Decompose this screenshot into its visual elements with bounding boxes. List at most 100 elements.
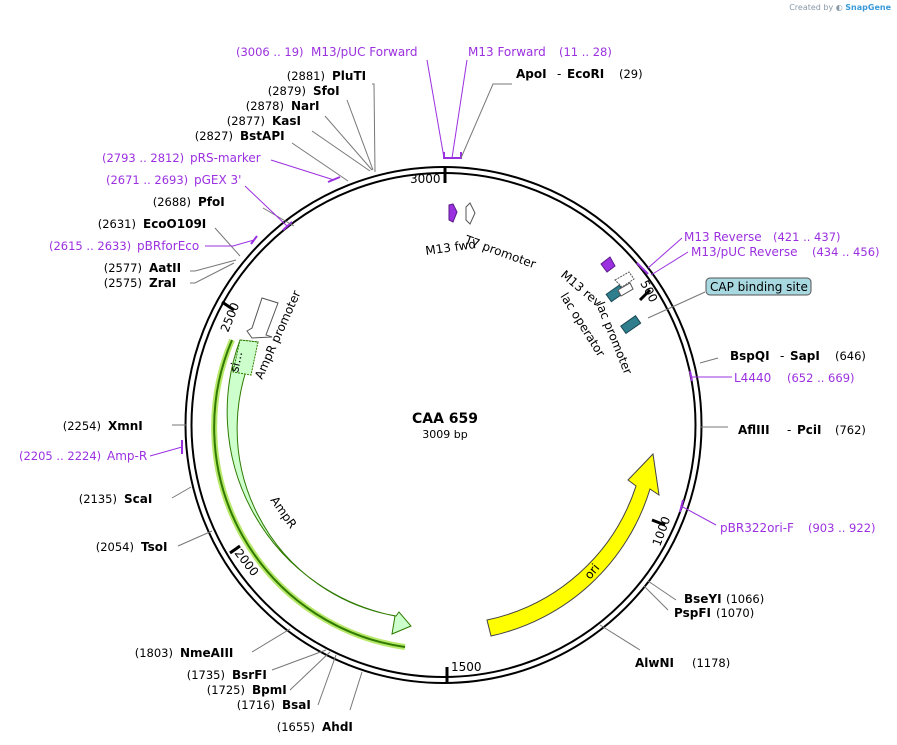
- site-aatii: AatII: [149, 261, 181, 275]
- tick-mark-2500: [221, 300, 235, 312]
- site-afliii: AflIII: [738, 423, 770, 437]
- site-pspfi: PspFI: [674, 606, 711, 620]
- site-apoi: ApoI: [516, 67, 547, 81]
- primer-leader-lines: [149, 59, 732, 526]
- svg-text:(2879): (2879): [268, 84, 306, 98]
- svg-text:(1735): (1735): [187, 668, 225, 682]
- m13-fwd-feature: [448, 203, 458, 223]
- svg-text:(2827): (2827): [195, 129, 233, 143]
- site-bsrfi: BsrFI: [232, 668, 267, 682]
- site-bpmi: BpmI: [252, 683, 287, 697]
- svg-text:(1066): (1066): [726, 592, 764, 606]
- svg-text:(2205 .. 2224): (2205 .. 2224): [19, 449, 101, 463]
- site-bspqi: BspQI: [730, 349, 770, 363]
- svg-text:(434 .. 456): (434 .. 456): [812, 245, 880, 259]
- site-tsoi: TsoI: [141, 540, 167, 554]
- svg-text:(762): (762): [835, 423, 866, 437]
- site-pcii: PciI: [797, 423, 822, 437]
- site-nmeaiii: NmeAIII: [180, 646, 233, 660]
- lac-promoter-feature: [614, 271, 635, 288]
- site-zrai: ZraI: [149, 276, 176, 290]
- ampr-promoter-feature: [246, 297, 279, 339]
- svg-text:(903 .. 922): (903 .. 922): [808, 521, 876, 535]
- plasmid-name: CAA 659: [412, 411, 478, 427]
- signal-label: si...: [227, 350, 245, 373]
- primer-m13-reverse: M13 Reverse: [684, 230, 762, 244]
- tick-mark-1000: [651, 518, 666, 527]
- site-bseyi: BseYI: [684, 592, 722, 606]
- svg-text:(1655): (1655): [277, 720, 315, 734]
- t7-promoter-label: T7 promoter: [462, 232, 538, 271]
- svg-text:(29): (29): [619, 67, 643, 81]
- primer-amp-r: Amp-R: [107, 449, 147, 463]
- svg-text:(646): (646): [835, 349, 866, 363]
- svg-text:(2615 .. 2633): (2615 .. 2633): [49, 239, 131, 253]
- site-alwni: AlwNI: [635, 656, 674, 670]
- svg-text:-: -: [780, 349, 784, 363]
- site-ecori: EcoRI: [567, 67, 604, 81]
- site-nari: NarI: [291, 99, 320, 113]
- site-labels-right: BspQI - SapI (646) AflIII - PciI (762) B…: [635, 349, 866, 670]
- cap-site-feature: [620, 315, 642, 335]
- site-kasi: KasI: [272, 114, 301, 128]
- ampr-feature: [226, 339, 412, 635]
- svg-text:(11 .. 28): (11 .. 28): [559, 45, 612, 59]
- snapgene-credit: Created by ◐ SnapGene: [789, 3, 891, 12]
- plasmid-size: 3009 bp: [422, 428, 467, 441]
- ampr-label: AmpR: [268, 494, 300, 531]
- site-pfoi: PfoI: [198, 195, 225, 209]
- svg-text:-: -: [557, 67, 561, 81]
- amp-green-line: [213, 339, 406, 648]
- primer-pgex-3: pGEX 3': [194, 173, 241, 187]
- primer-m13-forward: M13 Forward: [468, 45, 546, 59]
- svg-text:(1070): (1070): [716, 606, 754, 620]
- site-bsai: BsaI: [282, 698, 311, 712]
- svg-text:(2577): (2577): [104, 261, 142, 275]
- svg-text:(3006 .. 19): (3006 .. 19): [236, 45, 304, 59]
- cap-binding-box: [705, 277, 812, 296]
- primer-labels: (3006 .. 19) M13/pUC Forward M13 Forward…: [19, 45, 880, 535]
- svg-text:-: -: [787, 423, 791, 437]
- svg-text:(2671 .. 2693): (2671 .. 2693): [106, 173, 188, 187]
- svg-text:(2878): (2878): [246, 99, 284, 113]
- svg-text:(2054): (2054): [96, 540, 134, 554]
- site-bstapi: BstAPI: [240, 129, 285, 143]
- svg-text:(2877): (2877): [227, 114, 265, 128]
- site-labels-left: (2881) PluTI (2879) SfoI (2878) NarI (28…: [63, 69, 366, 734]
- lac-promoter-arrow: [617, 282, 634, 297]
- site-xmni: XmnI: [108, 419, 143, 433]
- credit-brand: SnapGene: [845, 3, 891, 12]
- signal-sequence-feature: [232, 339, 259, 376]
- site-pluti: PluTI: [332, 69, 366, 83]
- primer-m13-puc-forward: M13/pUC Forward: [311, 45, 418, 59]
- features: [211, 202, 812, 650]
- svg-text:(652 .. 669): (652 .. 669): [787, 371, 855, 385]
- svg-text:(2631): (2631): [98, 217, 136, 231]
- svg-text:(2881): (2881): [287, 69, 325, 83]
- primer-l4440: L4440: [734, 371, 771, 385]
- site-labels-top: ApoI - EcoRI (29): [516, 67, 643, 81]
- svg-text:(2135): (2135): [79, 492, 117, 506]
- snapgene-logo-icon: ◐: [835, 3, 843, 12]
- ori-feature: [486, 452, 660, 637]
- svg-text:(2575): (2575): [104, 276, 142, 290]
- cap-binding-label: CAP binding site: [710, 280, 808, 294]
- svg-text:(1803): (1803): [135, 646, 173, 660]
- svg-text:(2793 .. 2812): (2793 .. 2812): [102, 151, 184, 165]
- tick-label-3000: 3000: [410, 172, 441, 186]
- plasmid-title: CAA 659 3009 bp: [412, 411, 478, 441]
- credit-prefix: Created by: [789, 3, 834, 12]
- svg-text:(1716): (1716): [237, 698, 275, 712]
- tick-label-1500: 1500: [451, 660, 482, 674]
- t7-promoter-feature: [465, 202, 476, 225]
- primer-m13-puc-reverse: M13/pUC Reverse: [691, 245, 798, 259]
- m13-rev-feature: [600, 256, 616, 273]
- site-ahdi: AhdI: [322, 720, 353, 734]
- primer-pbr322ori-f: pBR322ori-F: [720, 521, 794, 535]
- tick-mark-500: [638, 288, 652, 302]
- svg-text:(1178): (1178): [692, 656, 730, 670]
- leader-lines: [171, 83, 728, 711]
- svg-text:(2254): (2254): [63, 419, 101, 433]
- amp-green-glow: [211, 338, 406, 650]
